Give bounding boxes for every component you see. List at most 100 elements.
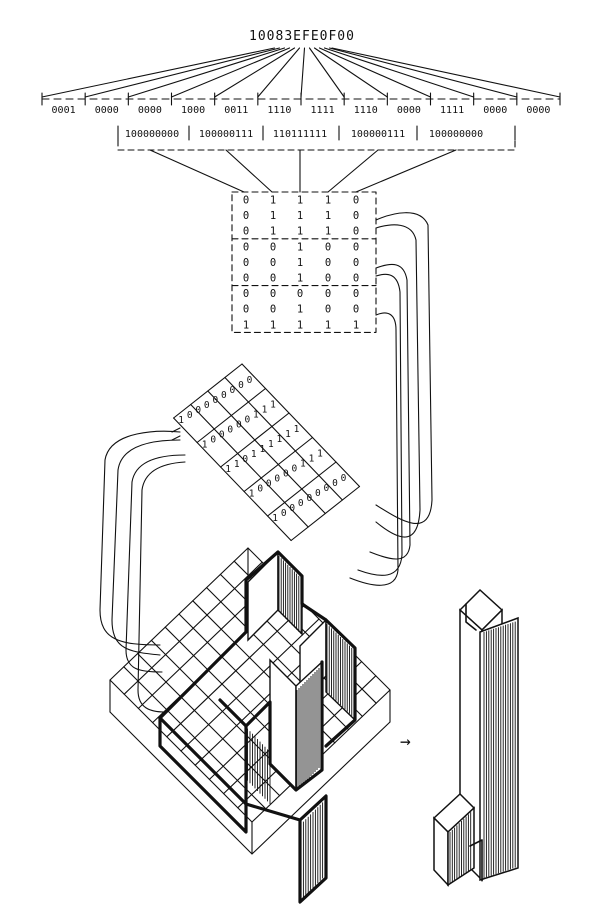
matrix-cell: 1 [297, 257, 303, 269]
rotated-matrix-cell: 1 [277, 434, 283, 445]
matrix-cell: 0 [353, 304, 359, 316]
matrix-cell: 0 [325, 257, 331, 269]
connector-tubes-right [349, 212, 433, 586]
hex-fan-line [318, 47, 432, 98]
nibble-label: 0000 [526, 105, 550, 116]
building-outline [218, 698, 248, 728]
rotated-matrix-cell: 0 [298, 498, 304, 509]
hex-fan-line [214, 47, 296, 98]
rotated-matrix-cell: 0 [227, 424, 233, 435]
matrix-cell: 0 [353, 257, 359, 269]
matrix-cell: 1 [297, 195, 303, 207]
matrix-cell: 0 [325, 241, 331, 253]
hex-fan-line [308, 47, 345, 98]
hex-fan-line [328, 47, 518, 98]
arrow-icon: → [400, 731, 411, 752]
nibble-label: 0000 [95, 105, 119, 116]
connector-tubes-left [99, 427, 186, 713]
tower-slab [479, 616, 519, 882]
matrix-cell: 0 [270, 241, 276, 253]
rotated-matrix-cell: 0 [324, 483, 330, 494]
rotated-matrix-cell: 1 [251, 449, 257, 460]
hex-fan-lines [41, 47, 561, 98]
matrix-cell: 0 [270, 257, 276, 269]
rotated-matrix-cell: 0 [204, 400, 210, 411]
matrix-cell: 0 [353, 210, 359, 222]
rotated-matrix-cell: 1 [225, 464, 231, 475]
nibble-label: 0001 [52, 105, 76, 116]
tower-notch [465, 603, 477, 631]
rotated-matrix-cell: 1 [285, 429, 291, 440]
rotated-matrix-cell: 0 [212, 395, 218, 406]
nibble-label: 0000 [138, 105, 162, 116]
matrix-cell: 0 [325, 304, 331, 316]
matrix-cell: 1 [353, 319, 359, 331]
nibble-ruler [41, 92, 561, 106]
matrix-cell: 0 [270, 304, 276, 316]
grid-line [224, 376, 343, 501]
matrix-cell: 1 [297, 210, 303, 222]
rotated-matrix-cell: 1 [202, 439, 208, 450]
rotated-matrix-cell: 1 [300, 458, 306, 469]
hex-fan-line [127, 47, 286, 98]
rotated-matrix-cell: 0 [221, 390, 227, 401]
hex-fan-line [41, 47, 276, 98]
grid-line [173, 417, 292, 542]
building-outline [158, 550, 357, 748]
rotated-matrix-cell: 0 [244, 414, 250, 425]
rotated-matrix-cell: 0 [281, 508, 287, 519]
grid-line [241, 363, 361, 488]
rotated-matrix-cell: 0 [247, 375, 253, 386]
nibble-label: 0000 [483, 105, 507, 116]
rotated-matrix-cell: 1 [234, 459, 240, 470]
hex-fan-line [313, 47, 388, 98]
rotated-matrix-cell: 1 [294, 424, 300, 435]
matrix-cell: 1 [270, 226, 276, 238]
nibble-label: 1000 [181, 105, 205, 116]
rotated-matrix-cell: 0 [341, 473, 347, 484]
rotated-matrix-grid [173, 363, 361, 542]
rotated-matrix-cell: 0 [289, 503, 295, 514]
hex-fan-line [170, 47, 291, 98]
matrix-cell: 0 [353, 195, 359, 207]
hex-fan-line [300, 47, 306, 98]
rotated-matrix-cell: 0 [219, 429, 225, 440]
matrix-cell: 1 [297, 304, 303, 316]
hex-fan-line [84, 47, 281, 98]
rotated-matrix-cell: 0 [236, 419, 242, 430]
matrix-cell: 0 [270, 273, 276, 285]
rotated-matrix-cell: 1 [259, 444, 265, 455]
nibble-label: 0011 [224, 105, 248, 116]
matrix-cell: 1 [297, 319, 303, 331]
hex-fan-line [331, 47, 561, 98]
isometric-building-blocks [158, 550, 357, 904]
binary-matrix-frame [231, 191, 377, 333]
rotated-matrix-cell: 1 [317, 448, 323, 459]
matrix-cell: 0 [243, 288, 249, 300]
rotated-matrix-cell: 0 [306, 493, 312, 504]
nibble-label: 1111 [311, 105, 335, 116]
rotated-matrix-cell: 1 [262, 404, 268, 415]
word-funnel-line [327, 149, 379, 193]
rotated-matrix-cell: 0 [257, 483, 263, 494]
iso-grid-line [123, 666, 267, 810]
matrix-cell: 0 [243, 257, 249, 269]
matrix-cell: 1 [243, 319, 249, 331]
matrix-cell: 1 [270, 210, 276, 222]
nibble-label: 1110 [354, 105, 378, 116]
iso-grid-line [109, 679, 253, 823]
rotated-matrix-cell: 0 [266, 478, 272, 489]
word-bracket [117, 125, 516, 151]
iso-grid-line [137, 653, 281, 797]
word-label: 100000000 [429, 129, 483, 140]
hex-fan-line [323, 47, 475, 98]
rotated-matrix-cell: 0 [242, 454, 248, 465]
rotated-matrix-cell: 0 [238, 380, 244, 391]
grid-line [190, 403, 309, 528]
rotated-matrix-cell: 0 [230, 385, 236, 396]
word-label: 100000000 [125, 129, 179, 140]
word-funnel-line [355, 149, 457, 193]
matrix-cell: 0 [353, 273, 359, 285]
